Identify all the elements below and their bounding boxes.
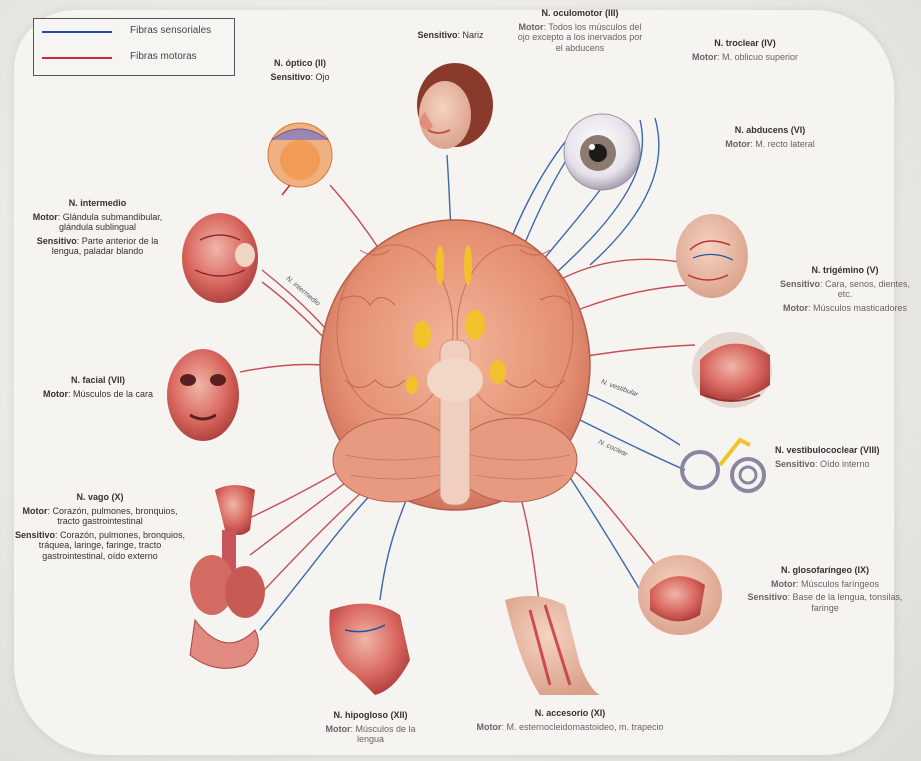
hypoglossal-motor-key: Motor — [325, 724, 350, 734]
legend-sensory-label: Fibras sensoriales — [130, 25, 211, 36]
tongue-illustration — [329, 604, 410, 695]
hypoglossal-name: N. hipogloso (XII) — [318, 710, 423, 721]
glossopharyngeal-name: N. glosofaríngeo (IX) — [740, 565, 910, 576]
trochlear-motor-key: Motor — [692, 52, 717, 62]
abducens-motor-key: Motor — [725, 139, 750, 149]
accessory-motor-text: M. esternocleidomastoideo, m. trapecio — [506, 722, 663, 732]
label-facial: N. facial (VII) Motor: Músculos de la ca… — [38, 375, 158, 399]
vagus-motor-key: Motor — [22, 506, 47, 516]
label-intermedio: N. intermedio Motor: Glándula submandibu… — [25, 198, 170, 257]
label-optic: N. óptico (II) Sensitivo: Ojo — [250, 58, 350, 82]
accessory-name: N. accesorio (XI) — [470, 708, 670, 719]
pharynx-illustration — [638, 555, 722, 635]
optic-sens-key: Sensitivo — [270, 72, 310, 82]
vestibulocochlear-sens-key: Sensitivo — [775, 459, 815, 469]
neck-illustration — [505, 596, 600, 695]
vestibulocochlear-sens-text: Oído interno — [820, 459, 870, 469]
trigeminal-sens-key: Sensitivo — [780, 279, 820, 289]
fiber-accessory — [520, 495, 540, 610]
vestibulocochlear-name: N. vestibulococlear (VIII) — [775, 445, 917, 456]
label-accessory: N. accesorio (XI) Motor: M. esternocleid… — [470, 708, 670, 732]
fiber-glosso-sens — [565, 470, 640, 590]
glossopharyngeal-motor-key: Motor — [771, 579, 796, 589]
head-nose-illustration — [417, 63, 493, 149]
label-trigeminal: N. trigémino (V) Sensitivo: Cara, senos,… — [775, 265, 915, 313]
legend-motor-label: Fibras motoras — [130, 51, 197, 62]
vagus-sens-key: Sensitivo — [15, 530, 55, 540]
glossopharyngeal-motor-text: Músculos faríngeos — [801, 579, 879, 589]
legend-motor-swatch — [42, 57, 112, 59]
oculomotor-name: N. oculomotor (III) — [515, 8, 645, 19]
intermedio-motor-text: Glándula submandibular, glándula subling… — [59, 212, 162, 233]
trigeminal-motor-key: Motor — [783, 303, 808, 313]
vagus-sens-text: Corazón, pulmones, bronquios, tráquea, l… — [39, 530, 185, 561]
abducens-name: N. abducens (VI) — [695, 125, 845, 136]
vagus-name: N. vago (X) — [10, 492, 190, 503]
intermedio-name: N. intermedio — [25, 198, 170, 209]
eye-small-illustration — [268, 123, 332, 195]
olfactory-sens-key: Sensitivo — [417, 30, 457, 40]
trigeminal-motor-text: Músculos masticadores — [813, 303, 907, 313]
intermedio-sens-key: Sensitivo — [37, 236, 77, 246]
oculomotor-motor-key: Motor — [519, 22, 544, 32]
brain-illustration — [320, 220, 590, 510]
hypoglossal-motor-text: Músculos de la lengua — [355, 724, 415, 745]
trigeminal-sens-text: Cara, senos, dientes, etc. — [825, 279, 910, 300]
facial-motor-text: Músculos de la cara — [73, 389, 153, 399]
optic-name: N. óptico (II) — [250, 58, 350, 69]
head-trigeminal-illustration — [676, 214, 748, 298]
trochlear-name: N. troclear (IV) — [690, 38, 800, 49]
label-trochlear: N. troclear (IV) Motor: M. oblicuo super… — [690, 38, 800, 62]
label-olfactory: Sensitivo: Nariz — [398, 30, 503, 41]
olfactory-sens-text: Nariz — [463, 30, 484, 40]
vagus-organs-illustration — [190, 485, 265, 668]
accessory-motor-key: Motor — [476, 722, 501, 732]
facial-motor-key: Motor — [43, 389, 68, 399]
abducens-motor-text: M. recto lateral — [755, 139, 815, 149]
facial-muscles-illustration — [167, 349, 239, 441]
label-glossopharyngeal: N. glosofaríngeo (IX) Motor: Músculos fa… — [740, 565, 910, 613]
label-vestibulocochlear: N. vestibulococlear (VIII) Sensitivo: Oí… — [775, 445, 917, 469]
facial-name: N. facial (VII) — [38, 375, 158, 386]
trochlear-motor-text: M. oblicuo superior — [722, 52, 798, 62]
label-abducens: N. abducens (VI) Motor: M. recto lateral — [695, 125, 845, 149]
legend-sensory: Fibras sensoriales — [42, 25, 226, 39]
eye-large-illustration — [564, 114, 640, 190]
legend-sensory-swatch — [42, 31, 112, 33]
legend-motor: Fibras motoras — [42, 51, 226, 65]
fiber-glossopharyngeal — [560, 460, 655, 565]
intermedio-motor-key: Motor — [33, 212, 58, 222]
glossopharyngeal-sens-text: Base de la lengua, tonsilas, faringe — [792, 592, 902, 613]
head-intermedio-illustration — [182, 213, 258, 303]
label-oculomotor: N. oculomotor (III) Motor: Todos los mús… — [515, 8, 645, 53]
inner-ear-illustration — [682, 440, 764, 491]
optic-sens-text: Ojo — [316, 72, 330, 82]
label-hypoglossal: N. hipogloso (XII) Motor: Músculos de la… — [318, 710, 423, 745]
legend: Fibras sensoriales Fibras motoras — [33, 18, 235, 76]
vagus-motor-text: Corazón, pulmones, bronquios, tracto gas… — [52, 506, 177, 527]
label-vagus: N. vago (X) Motor: Corazón, pulmones, br… — [10, 492, 190, 561]
trigeminal-name: N. trigémino (V) — [775, 265, 915, 276]
glossopharyngeal-sens-key: Sensitivo — [747, 592, 787, 602]
skull-jaw-illustration — [692, 332, 772, 408]
